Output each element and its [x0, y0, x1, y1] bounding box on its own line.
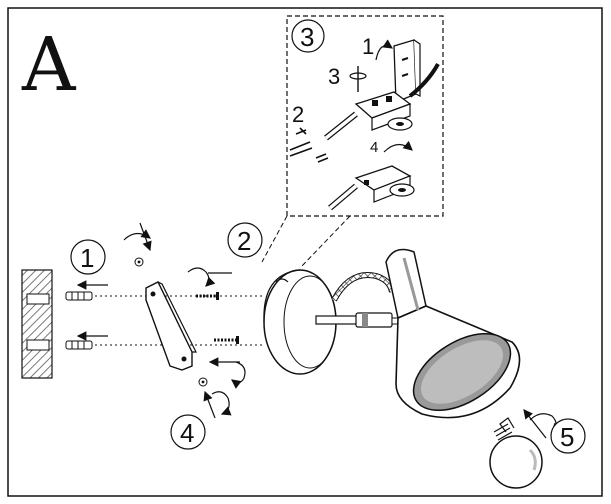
lamp-arm — [315, 312, 403, 328]
wall-plug-top — [65, 291, 93, 301]
svg-text:2: 2 — [237, 226, 251, 256]
supply-cable — [408, 63, 440, 98]
detail-substep-2: 2 — [292, 102, 304, 127]
wall — [21, 269, 53, 379]
detail-inset — [286, 15, 444, 217]
rotate-arrow-substep-4 — [383, 140, 413, 153]
bracket-nut-top — [134, 257, 144, 267]
inset-leader-2 — [299, 215, 351, 269]
panel-letter: A — [21, 22, 77, 108]
detail-substep-4: 4 — [370, 139, 378, 156]
step-2-badge: 2 — [227, 222, 263, 258]
arrow-step-4 — [203, 390, 216, 419]
lamp-shade — [385, 248, 521, 419]
svg-text:5: 5 — [560, 422, 574, 452]
bracket-nut-bottom — [198, 377, 208, 387]
step-4-badge: 4 — [170, 414, 206, 450]
junction-bracket — [393, 39, 421, 103]
outer-frame — [7, 7, 603, 497]
detail-substep-3: 3 — [328, 64, 340, 89]
step-5-badge: 5 — [550, 418, 586, 454]
light-bulb — [489, 417, 543, 489]
mounting-bracket — [145, 281, 197, 371]
rotate-arrow-step-4 — [211, 391, 232, 416]
detail-label-badge: 3 — [291, 19, 325, 53]
wall-plate — [263, 269, 337, 375]
terminal-block — [354, 91, 412, 131]
screw-rotate-icon — [349, 66, 367, 92]
svg-text:3: 3 — [300, 22, 314, 52]
arrow-step-5 — [523, 409, 547, 439]
step-1-badge: 1 — [70, 239, 106, 275]
screw-bottom — [214, 336, 239, 344]
svg-text:4: 4 — [180, 418, 194, 448]
inset-leader-1 — [261, 215, 288, 263]
detail-substep-1: 1 — [362, 34, 374, 59]
svg-text:1: 1 — [80, 243, 94, 273]
rotate-arrow-nut-top — [123, 222, 152, 252]
rotate-arrow-screw-bottom — [231, 361, 246, 389]
wire-ends-icon — [289, 127, 329, 163]
rotate-arrow-step-2 — [187, 267, 232, 287]
screw-top — [196, 292, 219, 300]
wall-plug-bottom — [65, 340, 93, 350]
rotate-arrow-substep-1 — [375, 39, 393, 61]
